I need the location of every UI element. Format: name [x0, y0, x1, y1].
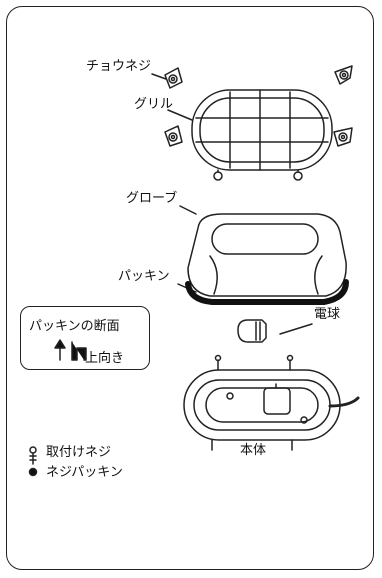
body-label: 本体	[240, 443, 267, 458]
mount-screw-icon	[29, 446, 37, 465]
wing-screw-icon	[164, 125, 183, 147]
grill-illustration	[191, 89, 333, 181]
grill-label: グリル	[134, 97, 174, 112]
leader-line	[179, 205, 197, 215]
up-arrow-icon	[54, 339, 66, 361]
screw-gasket-icon	[28, 467, 38, 477]
body-illustration	[183, 354, 360, 451]
screw-gasket-label: ネジパッキン	[46, 465, 123, 480]
gasket-section-icon	[71, 341, 87, 361]
gasket-label: パッキン	[118, 269, 170, 284]
bulb-icon	[237, 319, 267, 343]
leader-line	[151, 73, 167, 80]
legend-up-label: 上向き	[85, 351, 125, 366]
wing-screw-icon	[333, 127, 353, 147]
wing-screw-icon	[334, 65, 353, 85]
gasket-illustration	[185, 279, 349, 305]
wing-screw-label: チョウネジ	[86, 59, 152, 74]
bulb-label: 電球	[314, 307, 341, 322]
globe-illustration	[187, 213, 347, 297]
leader-line	[167, 109, 193, 121]
leader-line	[279, 323, 313, 335]
globe-label: グローブ	[126, 191, 178, 206]
legend-title: パッキンの断面	[29, 319, 120, 334]
wing-screw-icon	[164, 67, 183, 89]
page-frame	[6, 6, 374, 570]
mount-screw-label: 取付けネジ	[46, 445, 112, 460]
gasket-section-legend: パッキンの断面 上向き	[20, 306, 150, 370]
